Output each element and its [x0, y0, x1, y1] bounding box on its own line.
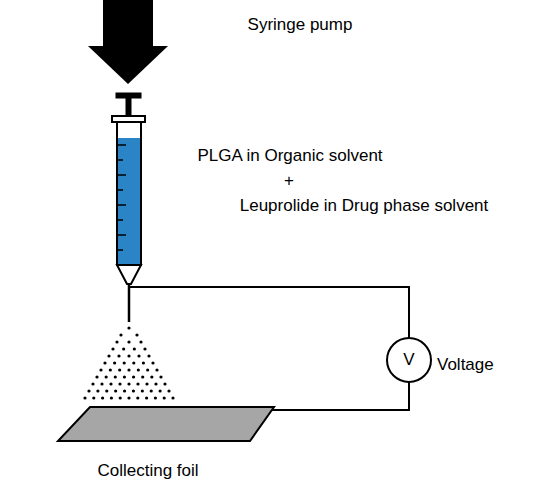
droplet [111, 347, 114, 350]
part-label: Syringe pump [248, 15, 353, 35]
droplet [103, 361, 106, 364]
droplet [118, 368, 121, 371]
droplet [119, 333, 122, 336]
droplet [132, 375, 135, 378]
droplet [109, 382, 112, 385]
droplet [139, 340, 142, 343]
syringe-barrel [117, 122, 141, 322]
droplet [137, 368, 140, 371]
droplet [147, 354, 150, 357]
droplet [154, 396, 157, 399]
droplet [127, 382, 130, 385]
droplet [127, 326, 130, 329]
droplet [133, 347, 136, 350]
droplet [122, 347, 125, 350]
part-label: Voltage [437, 355, 494, 375]
droplet [100, 382, 103, 385]
droplet [96, 389, 99, 392]
droplet [159, 389, 162, 392]
droplet [171, 396, 174, 399]
droplet [145, 396, 148, 399]
droplet [159, 375, 162, 378]
droplet [132, 389, 135, 392]
droplet [142, 361, 145, 364]
pump-arrow [88, 0, 168, 84]
solution-label: Leuprolide in Drug phase solvent [240, 196, 489, 216]
droplet [117, 354, 120, 357]
plus-sign: + [284, 171, 294, 191]
droplet [99, 368, 102, 371]
solution-label: PLGA in Organic solvent [197, 146, 382, 166]
droplet [167, 389, 170, 392]
droplet [127, 340, 130, 343]
droplet [119, 396, 122, 399]
droplet [135, 333, 138, 336]
droplet [146, 368, 149, 371]
droplet [101, 396, 104, 399]
droplet [92, 396, 95, 399]
voltmeter-symbol: V [385, 336, 433, 384]
droplet [154, 382, 157, 385]
droplet [150, 389, 153, 392]
wire [130, 287, 409, 410]
meter-letter: V [403, 350, 414, 370]
droplet [141, 375, 144, 378]
droplet [110, 396, 113, 399]
droplet [155, 368, 158, 371]
droplet [136, 382, 139, 385]
droplet [105, 389, 108, 392]
droplet [123, 389, 126, 392]
part-label: Collecting foil [97, 461, 198, 481]
droplet [151, 361, 154, 364]
droplet [145, 382, 148, 385]
droplet [163, 396, 166, 399]
plunger [112, 93, 145, 122]
droplet [109, 368, 112, 371]
droplet [113, 361, 116, 364]
droplet [95, 375, 98, 378]
droplet [150, 375, 153, 378]
droplet [118, 382, 121, 385]
droplet [141, 389, 144, 392]
droplet [127, 354, 130, 357]
droplet [127, 368, 130, 371]
droplet [105, 375, 108, 378]
droplet [123, 361, 126, 364]
droplet [137, 354, 140, 357]
droplet [83, 396, 86, 399]
droplet [114, 375, 117, 378]
droplet [132, 361, 135, 364]
droplet [107, 354, 110, 357]
droplet [136, 396, 139, 399]
collecting-foil [58, 407, 274, 441]
droplet [143, 347, 146, 350]
droplet [123, 375, 126, 378]
spray-droplets [83, 326, 174, 399]
droplet [163, 382, 166, 385]
droplet [115, 340, 118, 343]
droplet [87, 389, 90, 392]
droplet [114, 389, 117, 392]
droplet [127, 396, 130, 399]
droplet [91, 382, 94, 385]
